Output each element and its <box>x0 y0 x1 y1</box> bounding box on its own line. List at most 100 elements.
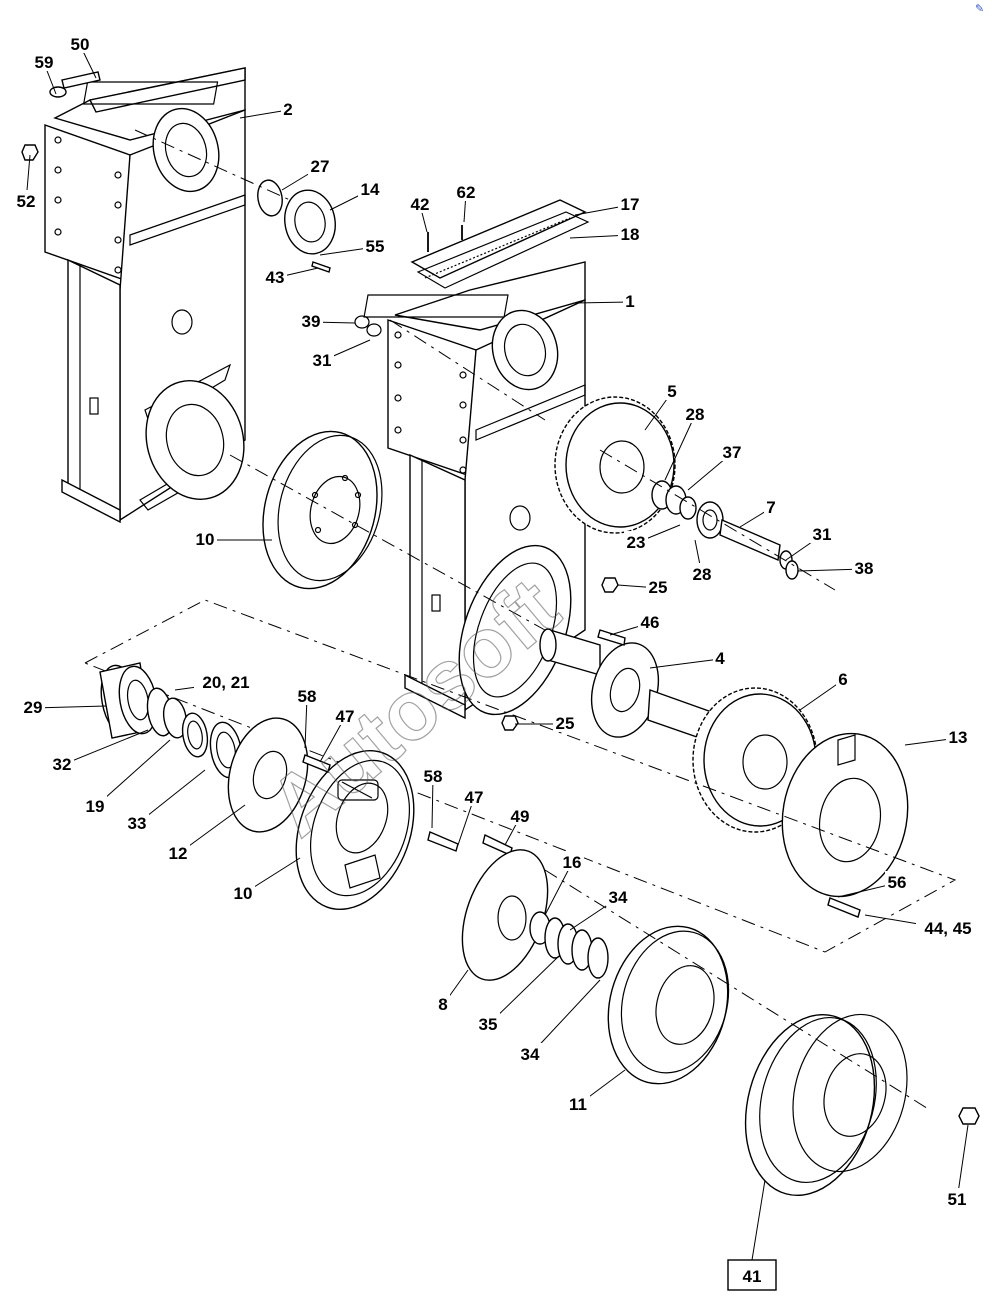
callout-c10b: 10 <box>234 884 253 903</box>
callout-c37: 37 <box>723 443 742 462</box>
callout-bg-c47b <box>462 786 486 806</box>
disc-and-springs <box>461 849 609 981</box>
callout-bg-c4445 <box>916 917 980 937</box>
callout-bg-c25b <box>553 712 577 732</box>
leader-line-c28a <box>664 414 696 481</box>
callout-bg-c52 <box>14 190 38 210</box>
callout-c47b: 47 <box>465 788 484 807</box>
callout-bg-c59 <box>32 51 56 71</box>
callout-bg-c33 <box>125 812 149 832</box>
callout-bg-c28a <box>683 403 707 423</box>
callout-bg-c34a <box>606 886 630 906</box>
callout-c20: 20, 21 <box>202 673 249 692</box>
callout-c46: 46 <box>641 613 660 632</box>
boxed-label-text: 41 <box>743 1267 762 1286</box>
callout-bg-c14 <box>358 178 382 198</box>
callout-c17: 17 <box>621 195 640 214</box>
shaft-7 <box>599 449 836 591</box>
leader-line-c19 <box>94 739 171 808</box>
callout-bg-c12 <box>166 842 190 862</box>
callout-bg-c50 <box>68 33 92 53</box>
callout-c1: 1 <box>625 292 634 311</box>
callout-bg-c20 <box>194 671 258 691</box>
callout-c50: 50 <box>71 35 90 54</box>
callout-c52: 52 <box>17 192 36 211</box>
callout-c39: 39 <box>302 312 321 331</box>
callout-c2: 2 <box>283 100 292 119</box>
callout-bg-c39 <box>299 310 323 330</box>
callout-bg-c1 <box>623 290 637 310</box>
axis-lower <box>389 319 546 421</box>
callout-c14: 14 <box>361 180 380 199</box>
wheel-rim-41 <box>544 869 931 1197</box>
callout-bg-c31b <box>810 523 834 543</box>
assembly-outline <box>83 599 957 953</box>
callout-c31b: 31 <box>813 525 832 544</box>
callout-bg-c10b <box>231 882 255 902</box>
leader-line-c51 <box>956 1124 969 1201</box>
callout-c32: 32 <box>53 755 72 774</box>
callout-c51: 51 <box>948 1190 967 1209</box>
callout-bg-c38 <box>852 557 876 577</box>
callout-c11: 11 <box>569 1095 587 1114</box>
gear-5 <box>554 396 676 534</box>
callout-bg-c58b <box>421 765 445 785</box>
brake-assembly-lower <box>295 749 415 911</box>
callout-bg-c19 <box>83 795 107 815</box>
leader-line-c58a <box>304 696 308 749</box>
callout-c23: 23 <box>627 533 646 552</box>
callout-c6: 6 <box>838 670 847 689</box>
callout-bg-c55 <box>363 235 387 255</box>
callout-c25b: 25 <box>556 714 575 733</box>
callout-c47a: 47 <box>336 707 355 726</box>
axis-mid <box>229 454 546 631</box>
callout-bg-c25a <box>646 576 670 596</box>
callout-c7: 7 <box>766 498 775 517</box>
callout-c58b: 58 <box>424 767 443 786</box>
gasket <box>416 211 590 289</box>
leader-line-c6 <box>799 679 844 711</box>
callout-c31a: 31 <box>313 351 332 370</box>
callout-bg-c27 <box>308 155 332 175</box>
callout-c10a: 10 <box>196 530 215 549</box>
callout-bg-c49 <box>508 805 532 825</box>
corner-mark: ✎ <box>975 2 984 15</box>
callout-c29: 29 <box>24 698 43 717</box>
boxed-label-41: 41 <box>727 1179 777 1291</box>
callout-c38: 38 <box>855 559 874 578</box>
callout-bg-c6 <box>836 668 850 688</box>
leader-line-c4 <box>649 658 721 669</box>
leader-line-c32 <box>61 729 149 766</box>
leader-line-c1 <box>574 301 631 304</box>
brake-drum-upper <box>262 430 383 590</box>
leader-line-c2 <box>239 109 289 119</box>
callout-bg-c31a <box>310 349 334 369</box>
callout-c28a: 28 <box>686 405 705 424</box>
callout-c28b: 28 <box>693 565 712 584</box>
callout-c42: 42 <box>411 195 430 214</box>
callout-bg-c47a <box>333 705 357 725</box>
callout-bg-c58a <box>295 685 319 705</box>
callout-c49: 49 <box>511 807 530 826</box>
callout-bg-c34b <box>518 1043 542 1063</box>
backing-plate-13 <box>781 732 909 898</box>
callout-bg-c11 <box>566 1093 590 1113</box>
callout-c33: 33 <box>128 814 147 833</box>
callout-bg-c62 <box>454 181 478 201</box>
callout-bg-c8 <box>436 993 450 1013</box>
callout-bg-c23 <box>624 531 648 551</box>
callout-labels: 5059252271455434262171813931528377313823… <box>14 33 980 1209</box>
callout-c12: 12 <box>169 844 188 863</box>
callout-bg-c43 <box>263 266 287 286</box>
callout-c5: 5 <box>667 382 676 401</box>
callout-bg-c29 <box>21 696 45 716</box>
callout-bg-c5 <box>665 380 679 400</box>
right-housing <box>363 199 590 720</box>
drum-11 <box>607 925 730 1085</box>
callout-bg-c35 <box>476 1013 500 1033</box>
leader-line-c58b <box>431 776 434 829</box>
callout-c4: 4 <box>715 649 725 668</box>
callout-c34a: 34 <box>609 888 628 907</box>
callout-c62: 62 <box>457 183 476 202</box>
